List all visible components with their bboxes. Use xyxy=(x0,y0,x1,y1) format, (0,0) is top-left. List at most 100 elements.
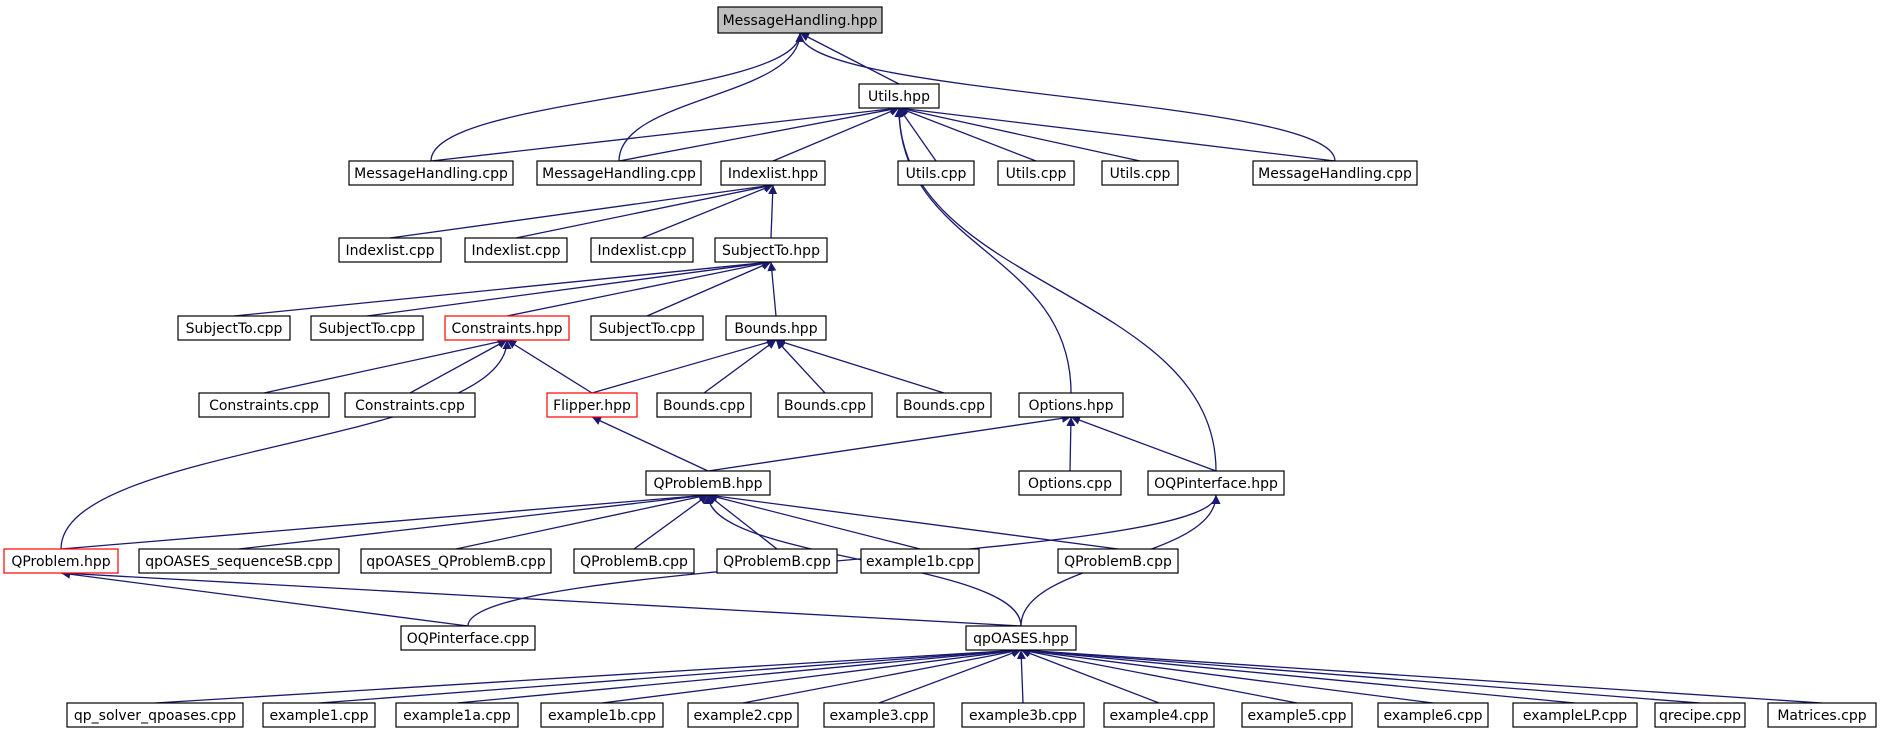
edge-utils-hpp-to-mh3 xyxy=(898,104,1336,162)
node-mh-hpp[interactable]: MessageHandling.hpp xyxy=(717,6,883,34)
node-qpb2[interactable]: QProblemB.cpp xyxy=(716,548,838,574)
node-bounds-hpp[interactable]: Bounds.hpp xyxy=(725,315,827,341)
node-matrices[interactable]: Matrices.cpp xyxy=(1767,702,1877,728)
node-box xyxy=(1103,702,1215,728)
node-qpb-hpp[interactable]: QProblemB.hpp xyxy=(645,470,771,496)
edge-constraints-hpp-to-c2 xyxy=(409,339,508,394)
node-c2[interactable]: Constraints.cpp xyxy=(344,392,476,418)
node-b1[interactable]: Bounds.cpp xyxy=(656,392,752,418)
node-mh3[interactable]: MessageHandling.cpp xyxy=(1252,160,1418,186)
node-label: OQPinterface.cpp xyxy=(407,631,530,647)
node-box xyxy=(717,6,883,34)
node-label: SubjectTo.cpp xyxy=(599,321,696,337)
node-box xyxy=(1654,702,1746,728)
node-label: Matrices.cpp xyxy=(1777,708,1866,724)
node-box xyxy=(1101,160,1179,186)
node-ex3b[interactable]: example3b.cpp xyxy=(961,702,1085,728)
node-il2[interactable]: Indexlist.cpp xyxy=(464,237,568,263)
node-b2[interactable]: Bounds.cpp xyxy=(777,392,873,418)
edge-indexlist-hpp-to-il1 xyxy=(389,181,774,239)
node-box xyxy=(961,702,1085,728)
node-box xyxy=(177,315,291,341)
node-oqp-hpp[interactable]: OQPinterface.hpp xyxy=(1147,470,1285,496)
node-label: Indexlist.hpp xyxy=(728,166,818,182)
node-flipper-hpp[interactable]: Flipper.hpp xyxy=(546,392,638,418)
node-qp-hpp[interactable]: QProblem.hpp xyxy=(3,548,119,574)
edge-qpoases-hpp-to-qpsolver xyxy=(154,646,1022,704)
edge-qpb-hpp-to-qpb2 xyxy=(707,494,778,550)
node-box xyxy=(897,160,975,186)
node-box xyxy=(3,548,119,574)
node-utils1[interactable]: Utils.cpp xyxy=(897,160,975,186)
node-utils3[interactable]: Utils.cpp xyxy=(1101,160,1179,186)
node-st3[interactable]: SubjectTo.cpp xyxy=(590,315,704,341)
node-exlp[interactable]: exampleLP.cpp xyxy=(1512,702,1638,728)
node-utils2[interactable]: Utils.cpp xyxy=(997,160,1075,186)
node-indexlist-hpp[interactable]: Indexlist.hpp xyxy=(720,160,826,186)
edge-qpoases-hpp-to-ex2 xyxy=(742,647,1022,704)
node-ex5[interactable]: example5.cpp xyxy=(1241,702,1353,728)
edge-qp-hpp-to-qpoases-hpp xyxy=(60,569,1022,627)
node-constraints-hpp[interactable]: Constraints.hpp xyxy=(444,315,570,341)
node-box xyxy=(590,315,704,341)
node-label: exampleLP.cpp xyxy=(1523,708,1627,724)
node-label: Bounds.cpp xyxy=(784,398,866,414)
edge-flipper-hpp-to-qpb-hpp xyxy=(591,416,709,472)
node-box xyxy=(138,548,340,574)
node-st2[interactable]: SubjectTo.cpp xyxy=(310,315,424,341)
node-qpsolver[interactable]: qp_solver_qpoases.cpp xyxy=(66,702,244,728)
node-box xyxy=(896,392,992,418)
node-mh2[interactable]: MessageHandling.cpp xyxy=(536,160,702,186)
edge-utils-hpp-to-utils3 xyxy=(898,105,1141,162)
node-box xyxy=(360,548,552,574)
node-ex3[interactable]: example3.cpp xyxy=(823,702,935,728)
edge-qpoases-hpp-to-ex1a xyxy=(456,646,1022,704)
node-ex4[interactable]: example4.cpp xyxy=(1103,702,1215,728)
node-label: MessageHandling.cpp xyxy=(1258,166,1412,182)
edge-indexlist-hpp-to-il2 xyxy=(515,182,774,239)
node-il3[interactable]: Indexlist.cpp xyxy=(590,237,694,263)
node-ex1b-a[interactable]: example1b.cpp xyxy=(860,548,980,574)
edge-utils-hpp-to-mh2 xyxy=(618,105,900,162)
node-box xyxy=(965,625,1077,651)
node-subjectto-hpp[interactable]: SubjectTo.hpp xyxy=(714,237,828,263)
node-qrecipe[interactable]: qrecipe.cpp xyxy=(1654,702,1746,728)
node-label: Indexlist.cpp xyxy=(471,243,560,259)
node-qpb3[interactable]: QProblemB.cpp xyxy=(1057,548,1179,574)
node-options-hpp[interactable]: Options.hpp xyxy=(1018,392,1124,418)
node-c1[interactable]: Constraints.cpp xyxy=(198,392,330,418)
node-qpoqpb[interactable]: qpOASES_QProblemB.cpp xyxy=(360,548,552,574)
node-box xyxy=(536,160,702,186)
edge-bounds-hpp-to-b1 xyxy=(703,339,777,394)
node-box xyxy=(338,237,442,263)
node-label: example2.cpp xyxy=(693,708,792,724)
node-box xyxy=(1147,470,1285,496)
node-utils-hpp[interactable]: Utils.hpp xyxy=(858,83,940,109)
edge-oqp-hpp-to-oqp-cpp xyxy=(467,494,1221,627)
edge-qpoases-hpp-to-ex3 xyxy=(878,648,1022,704)
node-box xyxy=(444,315,570,341)
node-qpb1[interactable]: QProblemB.cpp xyxy=(573,548,695,574)
edge-qpoases-hpp-to-ex5 xyxy=(1020,647,1298,704)
node-ex1b[interactable]: example1b.cpp xyxy=(540,702,664,728)
node-box xyxy=(777,392,873,418)
node-ex1[interactable]: example1.cpp xyxy=(262,702,376,728)
node-ex1a[interactable]: example1a.cpp xyxy=(395,702,519,728)
edge-qpoases-hpp-to-ex1 xyxy=(318,646,1022,704)
node-il1[interactable]: Indexlist.cpp xyxy=(338,237,442,263)
node-st1[interactable]: SubjectTo.cpp xyxy=(177,315,291,341)
node-ex2[interactable]: example2.cpp xyxy=(687,702,799,728)
node-qpoases-hpp[interactable]: qpOASES.hpp xyxy=(965,625,1077,651)
node-seqsb[interactable]: qpOASES_sequenceSB.cpp xyxy=(138,548,340,574)
edge-qpb-hpp-to-qp-hpp xyxy=(60,491,709,550)
edge-options-hpp-to-options-cpp xyxy=(1066,416,1076,472)
node-oqp-cpp[interactable]: OQPinterface.cpp xyxy=(400,625,536,651)
node-box xyxy=(395,702,519,728)
edge-qpoases-hpp-to-exlp xyxy=(1020,646,1576,704)
node-b3[interactable]: Bounds.cpp xyxy=(896,392,992,418)
node-options-cpp[interactable]: Options.cpp xyxy=(1018,470,1122,496)
node-mh1[interactable]: MessageHandling.cpp xyxy=(348,160,514,186)
edge-constraints-hpp-to-flipper-hpp xyxy=(506,339,593,394)
node-ex6[interactable]: example6.cpp xyxy=(1377,702,1489,728)
edge-utils-hpp-to-indexlist-hpp xyxy=(772,107,900,162)
